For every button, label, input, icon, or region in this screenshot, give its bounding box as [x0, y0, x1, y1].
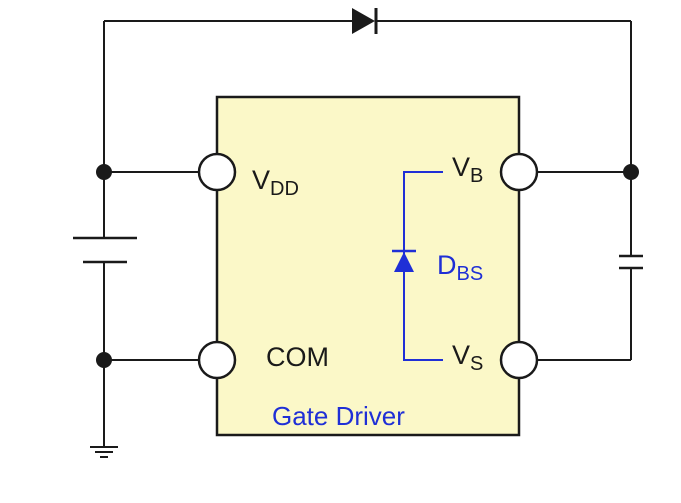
top-diode-icon [352, 8, 378, 34]
junction-dot [96, 352, 112, 368]
gate-driver-chip [215, 95, 521, 437]
bootstrap-diode-icon [392, 249, 416, 272]
bootstrap-diode-label: DBS [437, 250, 483, 285]
battery-icon [73, 236, 137, 264]
right-wiring [537, 171, 632, 361]
pin-vb [499, 152, 539, 192]
junction-dot [623, 164, 639, 180]
pin-label-vdd: VDD [252, 165, 299, 200]
capacitor-icon [619, 254, 643, 270]
chip-title: Gate Driver [272, 401, 405, 431]
pin-label-vs: VS [452, 340, 483, 375]
pin-vs [499, 340, 539, 380]
pin-vdd [197, 152, 237, 192]
pin-label-vb: VB [452, 152, 483, 187]
pin-com [197, 340, 237, 380]
top-wire [103, 20, 632, 172]
ground-icon [90, 446, 118, 458]
left-wiring [103, 171, 199, 447]
junction-dot [96, 164, 112, 180]
pin-label-com: COM [266, 342, 329, 372]
